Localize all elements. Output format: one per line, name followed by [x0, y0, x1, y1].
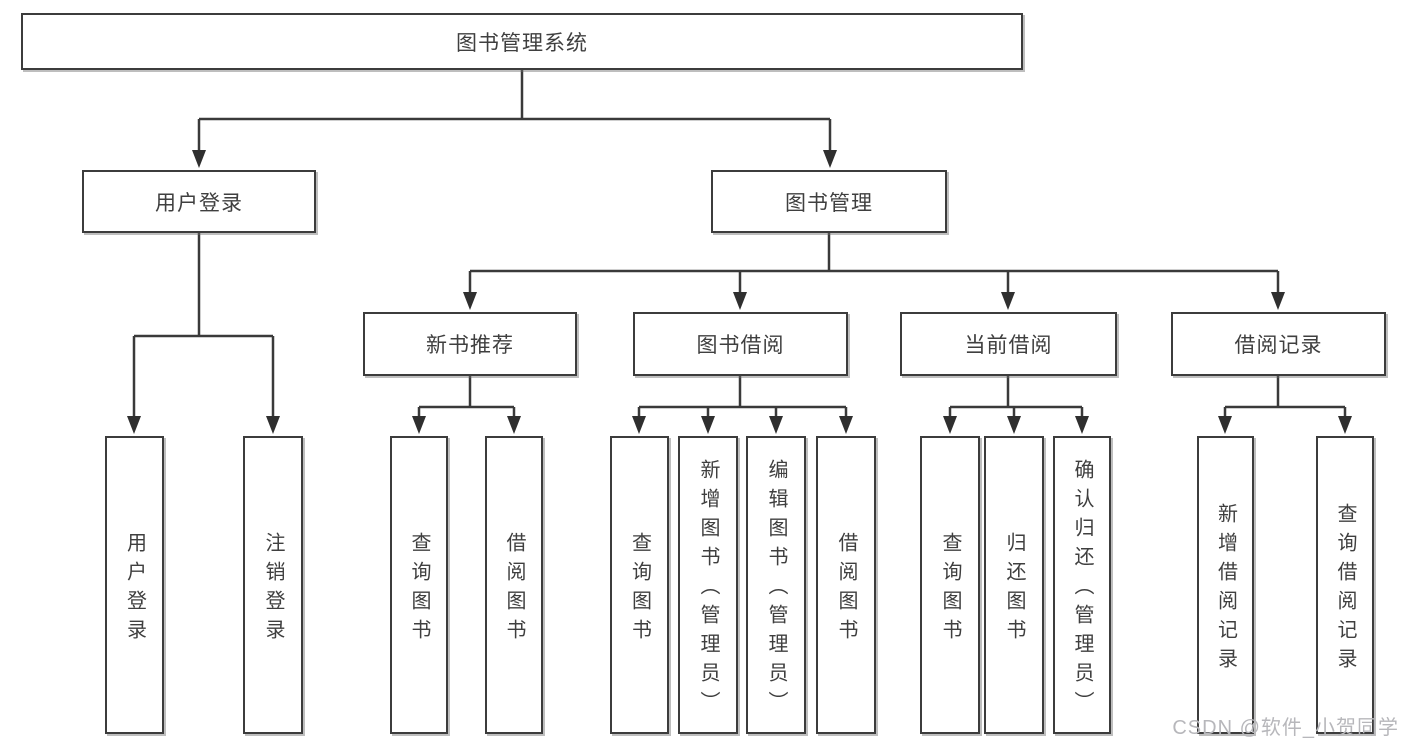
- node-book-borrowing: 图书借阅: [633, 312, 848, 376]
- node-logout: 注销登录: [243, 436, 303, 734]
- node-confirm-return-admin: 确认归还（管理员）: [1053, 436, 1111, 734]
- node-query-books-recommend: 查询图书: [390, 436, 448, 734]
- node-edit-book-admin: 编辑图书（管理员）: [746, 436, 806, 734]
- node-query-books-current: 查询图书: [920, 436, 980, 734]
- node-add-book-admin: 新增图书（管理员）: [678, 436, 738, 734]
- node-borrowing-records: 借阅记录: [1171, 312, 1386, 376]
- node-book-management: 图书管理: [711, 170, 947, 233]
- node-user-login-leaf: 用户登录: [105, 436, 164, 734]
- node-return-book: 归还图书: [984, 436, 1044, 734]
- node-borrow-books-borrowing: 借阅图书: [816, 436, 876, 734]
- arrowheads: [127, 150, 1352, 434]
- csdn-watermark: CSDN @软件_小贺同学: [1172, 717, 1399, 739]
- node-library-management-system: 图书管理系统: [21, 13, 1023, 70]
- node-current-borrowing: 当前借阅: [900, 312, 1117, 376]
- node-new-book-recommend: 新书推荐: [363, 312, 577, 376]
- node-query-borrow-record: 查询借阅记录: [1316, 436, 1374, 734]
- node-add-borrow-record: 新增借阅记录: [1197, 436, 1254, 734]
- node-borrow-books-recommend: 借阅图书: [485, 436, 543, 734]
- node-query-books-borrowing: 查询图书: [610, 436, 669, 734]
- node-user-login: 用户登录: [82, 170, 316, 233]
